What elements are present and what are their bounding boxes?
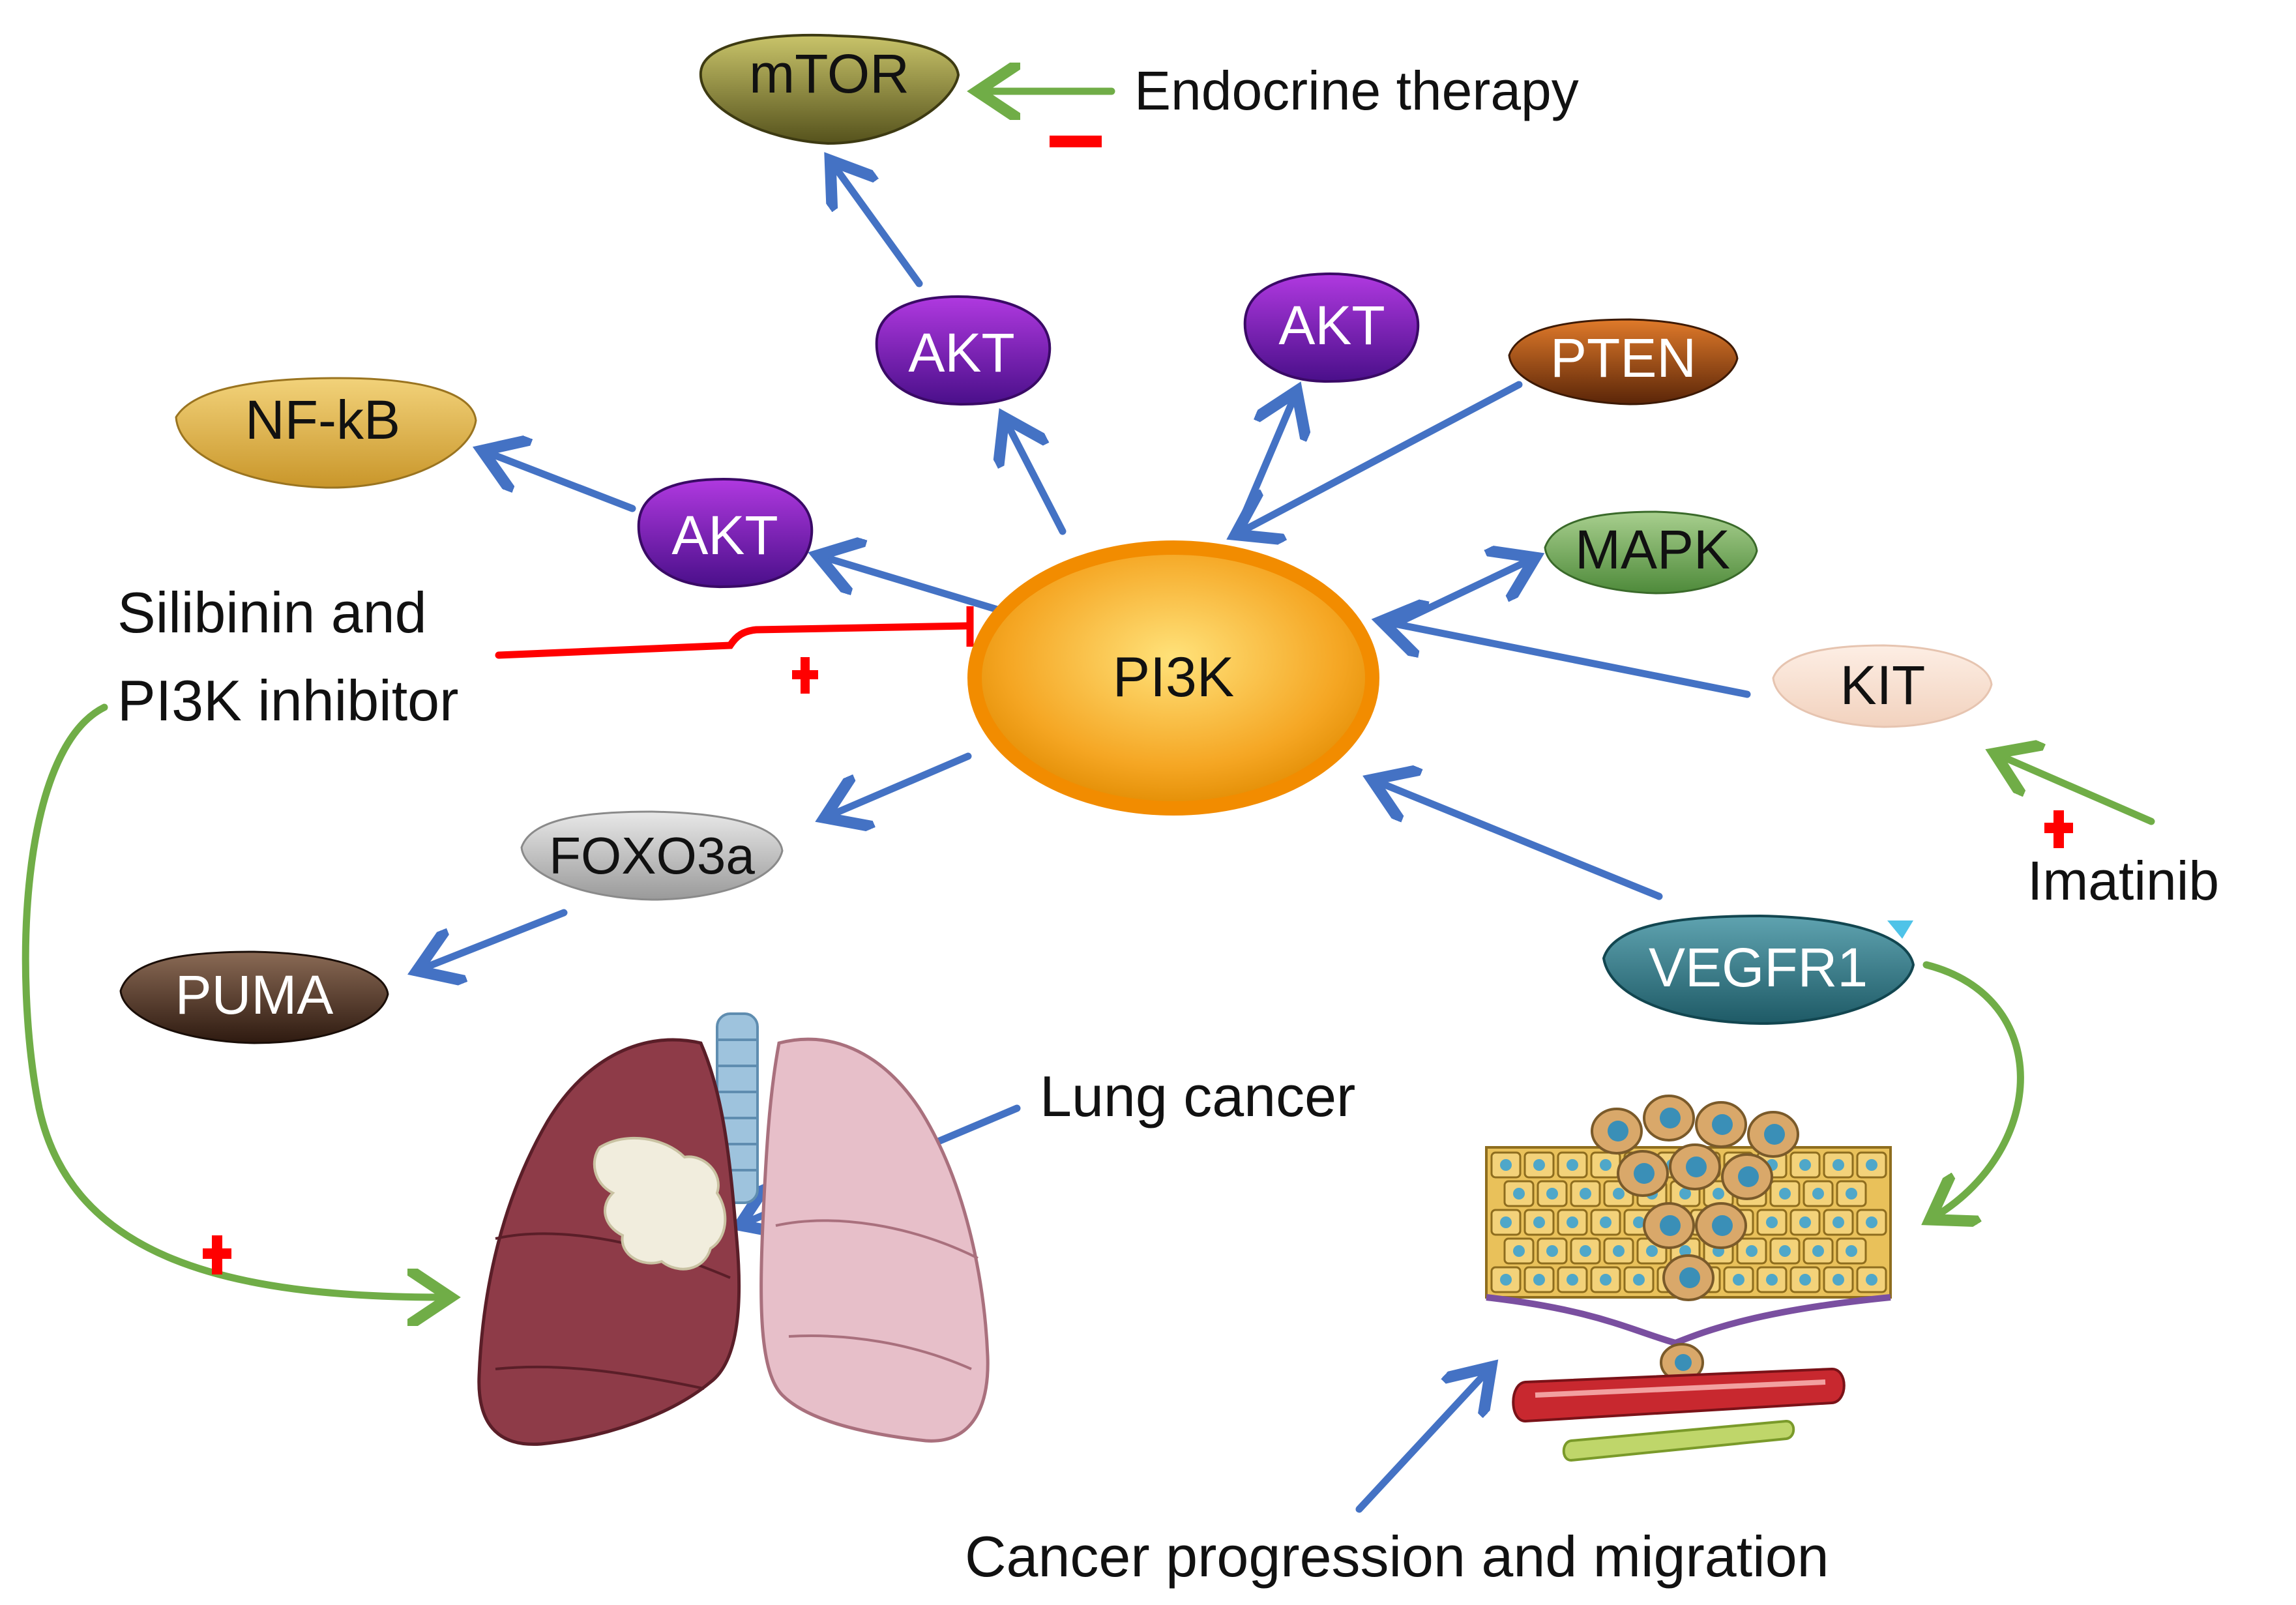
arrow-akt-to-mtor (834, 166, 923, 287)
arrow-kit-to-pi3k (1389, 623, 1751, 698)
lungs-illustration (477, 1012, 990, 1446)
lymph-vessel-icon (1562, 1419, 1795, 1462)
inhibition-marks (203, 136, 2073, 1274)
silibinin-label-line1: Silibinin and (117, 580, 427, 645)
diseased-lung-icon (477, 1038, 741, 1446)
vegfr1-corner-mark (1887, 920, 1913, 939)
arrow-silibinin-to-lung (22, 703, 443, 1297)
blood-vessel-icon (1512, 1367, 1846, 1423)
activation-arrows (424, 166, 1751, 1513)
mapk-label: MAPK (1575, 519, 1730, 580)
arrow-imatinib-to-kit (2001, 756, 2155, 825)
silibinin-label-line2: PI3K inhibitor (117, 668, 458, 733)
akt-left-node (637, 477, 814, 589)
akt-right-node (1243, 272, 1420, 383)
cancer-progression-label: Cancer progression and migration (965, 1524, 1829, 1589)
nfkb-node (175, 377, 477, 489)
epithelial-cells (1490, 1151, 1887, 1293)
drug-arrows (22, 91, 2155, 1297)
mtor-label: mTOR (749, 43, 909, 104)
pi3k-label: PI3K (1113, 646, 1234, 709)
arrow-pi3k-to-akt-center (1007, 424, 1067, 535)
akt-center-label: AKT (908, 322, 1014, 383)
arrow-progression-label (1355, 1372, 1486, 1513)
inhibition-line (495, 622, 972, 659)
minus-sign-endocrine (1050, 136, 1102, 147)
akt-left-label: AKT (671, 505, 778, 566)
vegfr1-label: VEGFR1 (1649, 937, 1868, 998)
mapk-node (1544, 510, 1758, 595)
endocrine-therapy-label: Endocrine therapy (1134, 60, 1579, 121)
puma-label: PUMA (175, 964, 334, 1025)
pten-node (1508, 318, 1739, 405)
plus-sign-imatinib (2044, 810, 2073, 848)
arrow-vegfr1-to-pi3k (1379, 782, 1663, 900)
arrow-pi3k-to-foxo3a (831, 752, 972, 815)
arrow-pi3k-to-mapk (1394, 561, 1529, 626)
invading-cell-nuclei (1608, 1108, 1785, 1371)
plus-sign-silibinin (792, 657, 818, 694)
vegfr1-node (1602, 914, 1915, 1025)
pten-label: PTEN (1550, 327, 1696, 389)
mtor-node (699, 33, 960, 145)
nfkb-label: NF-kB (245, 389, 400, 450)
kit-node (1772, 644, 1993, 728)
plus-sign-lung (203, 1235, 231, 1274)
puma-node (119, 950, 389, 1044)
foxo3a-node (520, 810, 784, 901)
foxo3a-label: FOXO3a (549, 827, 755, 885)
healthy-lung-icon (759, 1037, 990, 1443)
arrow-vegfr1-to-tumor (1926, 961, 2024, 1216)
tumor-tissue-illustration (1485, 1095, 1892, 1462)
lung-cancer-label: Lung cancer (1040, 1064, 1355, 1128)
kit-label: KIT (1840, 655, 1926, 716)
arrow-foxo3a-to-puma (424, 909, 568, 968)
tumor-mass (593, 1136, 727, 1271)
akt-center-node (875, 295, 1052, 406)
arrow-pten-to-pi3k (1242, 381, 1523, 531)
arrow-akt-left-to-nfkb (489, 453, 636, 512)
akt-right-label: AKT (1278, 295, 1385, 356)
imatinib-label: Imatinib (2027, 850, 2219, 911)
arrow-pi3k-to-akt-left (825, 557, 1001, 613)
pi3k-node (967, 540, 1379, 816)
